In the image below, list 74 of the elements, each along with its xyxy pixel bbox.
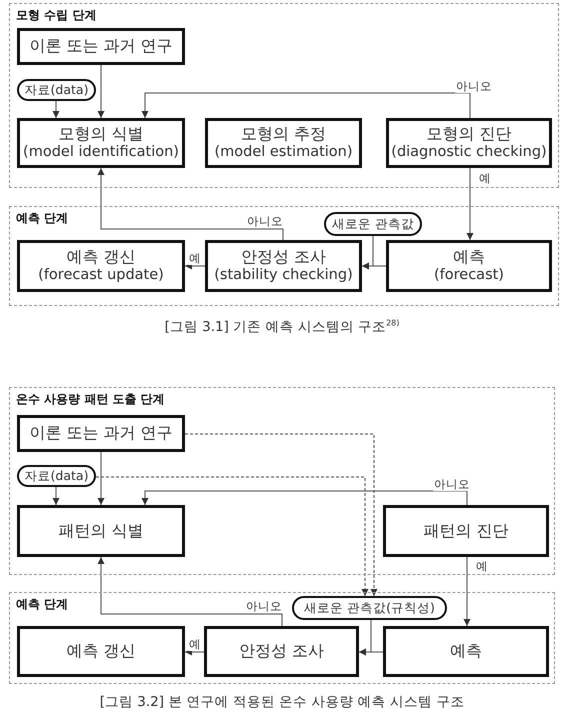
node-label: 예측 bbox=[453, 248, 485, 267]
arrow bbox=[98, 556, 282, 626]
stage-panel bbox=[9, 3, 559, 188]
edge-label: 아니오 bbox=[246, 215, 284, 228]
process-box bbox=[386, 118, 552, 168]
node-label: 예측 갱신 bbox=[66, 248, 136, 267]
process-box bbox=[17, 415, 185, 452]
process-box bbox=[383, 505, 549, 557]
process-box bbox=[205, 240, 362, 292]
edge-label: 예 bbox=[188, 252, 202, 265]
figure-caption: [그림 3.1] 기존 예측 시스템의 구조$^{28)}$ bbox=[164, 318, 400, 336]
english-label: (model estimation) bbox=[214, 144, 353, 161]
stage-heading: 예측 단계 bbox=[16, 210, 68, 227]
arrow bbox=[142, 490, 468, 506]
input-pill bbox=[292, 596, 447, 620]
english-label: (diagnostic checking) bbox=[391, 144, 547, 161]
figure-caption: [그림 3.2] 본 연구에 적용된 온수 사용량 예측 시스템 구조 bbox=[98, 693, 466, 711]
arrow bbox=[464, 556, 470, 626]
process-box bbox=[386, 240, 552, 292]
process-box bbox=[17, 505, 185, 557]
node-label: 예측 갱신 bbox=[66, 642, 136, 661]
node-label: 모형의 식별 bbox=[58, 125, 144, 144]
arrow bbox=[362, 236, 374, 270]
edge-label: 예 bbox=[475, 560, 489, 573]
node-label: 모형의 추정 bbox=[240, 125, 326, 144]
input-pill bbox=[17, 465, 96, 487]
arrow bbox=[98, 452, 104, 506]
arrow bbox=[184, 434, 378, 596]
node-label: 새로운 관측값 bbox=[332, 216, 414, 232]
stage-panel bbox=[9, 592, 555, 684]
arrow bbox=[98, 168, 284, 240]
process-box bbox=[17, 240, 185, 292]
english-label: (stability checking) bbox=[214, 266, 353, 284]
edge-label: 아니오 bbox=[455, 80, 493, 93]
arrow bbox=[184, 262, 206, 270]
node-label: 이론 또는 과거 연구 bbox=[29, 37, 173, 56]
node-label: 안정성 조사 bbox=[240, 248, 326, 267]
edge-label: 아니오 bbox=[245, 600, 283, 613]
node-label: 패턴의 식별 bbox=[58, 522, 144, 540]
process-box bbox=[17, 28, 185, 65]
arrow bbox=[358, 620, 372, 656]
node-label: 이론 또는 과거 연구 bbox=[29, 424, 173, 443]
english-label: (forecast update) bbox=[38, 266, 164, 284]
english-label: (model identification) bbox=[23, 144, 179, 161]
node-label: 자료(data) bbox=[24, 82, 88, 98]
process-box bbox=[205, 118, 362, 168]
process-box bbox=[17, 626, 185, 677]
edge-label: 예 bbox=[188, 638, 202, 651]
stage-panel bbox=[9, 387, 555, 575]
process-box bbox=[17, 118, 185, 168]
node-label: 새로운 관측값(규칙성) bbox=[304, 600, 435, 616]
node-label: 자료(data) bbox=[24, 468, 88, 484]
edge-label: 아니오 bbox=[433, 478, 471, 491]
node-label: 패턴의 진단 bbox=[423, 522, 509, 540]
process-box bbox=[204, 626, 359, 677]
arrow bbox=[98, 64, 104, 118]
node-label: 안정성 조사 bbox=[238, 642, 324, 661]
arrow bbox=[52, 100, 60, 118]
stage-heading: 예측 단계 bbox=[16, 596, 68, 613]
arrow bbox=[142, 92, 470, 118]
stage-heading: 온수 사용량 패턴 도출 단계 bbox=[16, 391, 165, 408]
process-box bbox=[383, 626, 549, 677]
node-label: 예측 bbox=[450, 642, 482, 661]
arrow bbox=[184, 648, 204, 656]
stage-panel bbox=[9, 206, 559, 306]
stage-heading: 모형 수립 단계 bbox=[16, 7, 96, 24]
input-pill bbox=[324, 212, 422, 236]
input-pill bbox=[17, 79, 96, 101]
arrow bbox=[96, 476, 368, 596]
arrow bbox=[52, 486, 60, 506]
node-label: 모형의 진단 bbox=[426, 125, 512, 144]
arrow bbox=[466, 168, 474, 240]
edge-label: 예 bbox=[478, 172, 492, 185]
english-label: (forecast) bbox=[434, 266, 504, 284]
